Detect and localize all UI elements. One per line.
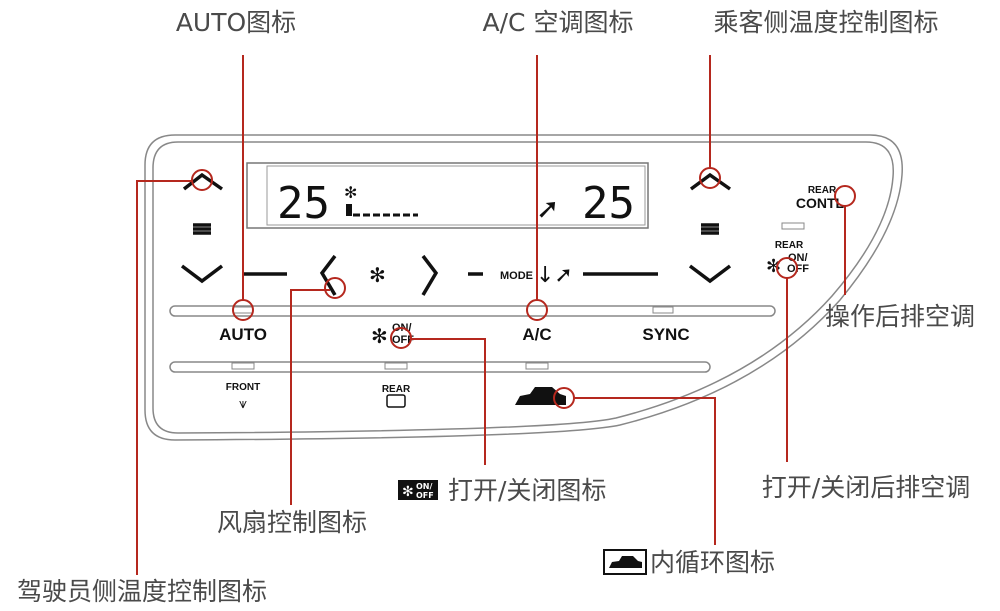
callout-fan-control: 风扇控制图标 bbox=[217, 508, 367, 537]
callout-auto-icon: AUTO图标 bbox=[176, 8, 296, 37]
fan-icon: ✻ bbox=[402, 484, 414, 500]
recirculation-button[interactable] bbox=[515, 387, 566, 405]
on-label: ON/ bbox=[416, 482, 432, 491]
callout-onoff-icon: 打开/关闭图标 bbox=[448, 476, 606, 505]
fan-level-bar bbox=[346, 204, 352, 216]
driver-temp-up-button[interactable] bbox=[182, 172, 224, 191]
passenger-temp-up-button[interactable] bbox=[689, 172, 732, 191]
off-label: OFF bbox=[787, 263, 809, 275]
rear-label: REAR bbox=[382, 384, 411, 395]
fan-speed-icon: ✻ bbox=[344, 183, 357, 202]
off-label: OFF bbox=[416, 491, 434, 500]
rear-defrost-button[interactable]: REAR bbox=[382, 384, 411, 408]
fan-increase-button[interactable] bbox=[421, 254, 439, 296]
callout-driver-temp: 驾驶员侧温度控制图标 bbox=[17, 577, 267, 606]
callout-rear-ac-operate: 操作后排空调 bbox=[825, 302, 975, 331]
fan-icon: ✻ bbox=[369, 263, 386, 287]
front-defrost-button[interactable]: FRONT ⩛ bbox=[226, 382, 260, 412]
passenger-temp-menu-icon bbox=[701, 223, 719, 235]
control-panel-outline bbox=[144, 134, 903, 441]
passenger-temp-down-button[interactable] bbox=[688, 264, 732, 284]
callout-ac-icon: A/C 空调图标 bbox=[483, 8, 634, 37]
ac-button[interactable]: A/C bbox=[522, 325, 551, 344]
button-strip-1 bbox=[169, 305, 776, 317]
front-defrost-icon: ⩛ bbox=[239, 396, 247, 412]
recirc-mini-icon bbox=[603, 549, 647, 575]
indicator-lights bbox=[231, 222, 805, 370]
fan-decrease-button[interactable] bbox=[319, 254, 337, 296]
fan-icon: ✻ bbox=[371, 324, 388, 348]
contl-label: CONTL bbox=[796, 195, 845, 211]
rear-label: REAR bbox=[775, 240, 804, 251]
driver-temp-down-button[interactable] bbox=[180, 264, 224, 284]
callout-passenger-temp: 乘客侧温度控制图标 bbox=[713, 8, 938, 37]
driver-temp-readout: 25 bbox=[277, 178, 330, 229]
sync-button[interactable]: SYNC bbox=[642, 325, 689, 344]
driver-temp-menu-icon bbox=[193, 223, 211, 235]
rear-label: REAR bbox=[808, 185, 837, 196]
lcd-display: 25 25 ✻ ➚ bbox=[246, 162, 649, 229]
onoff-mini-icon: ✻ ON/ OFF bbox=[398, 480, 438, 500]
mode-icon: ↓➚ bbox=[536, 263, 573, 288]
callout-recirc-icon: 内循环图标 bbox=[650, 548, 775, 577]
rear-contl-button[interactable]: REAR CONTL bbox=[796, 185, 845, 211]
airflow-mode-icon: ➚ bbox=[536, 192, 559, 225]
front-label: FRONT bbox=[226, 382, 260, 393]
passenger-temp-readout: 25 bbox=[582, 178, 635, 229]
mode-button[interactable]: MODE bbox=[500, 270, 533, 282]
callout-rear-onoff: 打开/关闭后排空调 bbox=[762, 473, 970, 502]
auto-button[interactable]: AUTO bbox=[219, 325, 267, 344]
rear-defrost-icon bbox=[386, 394, 406, 408]
button-strip-2 bbox=[169, 361, 711, 373]
callout-lines bbox=[136, 55, 856, 575]
